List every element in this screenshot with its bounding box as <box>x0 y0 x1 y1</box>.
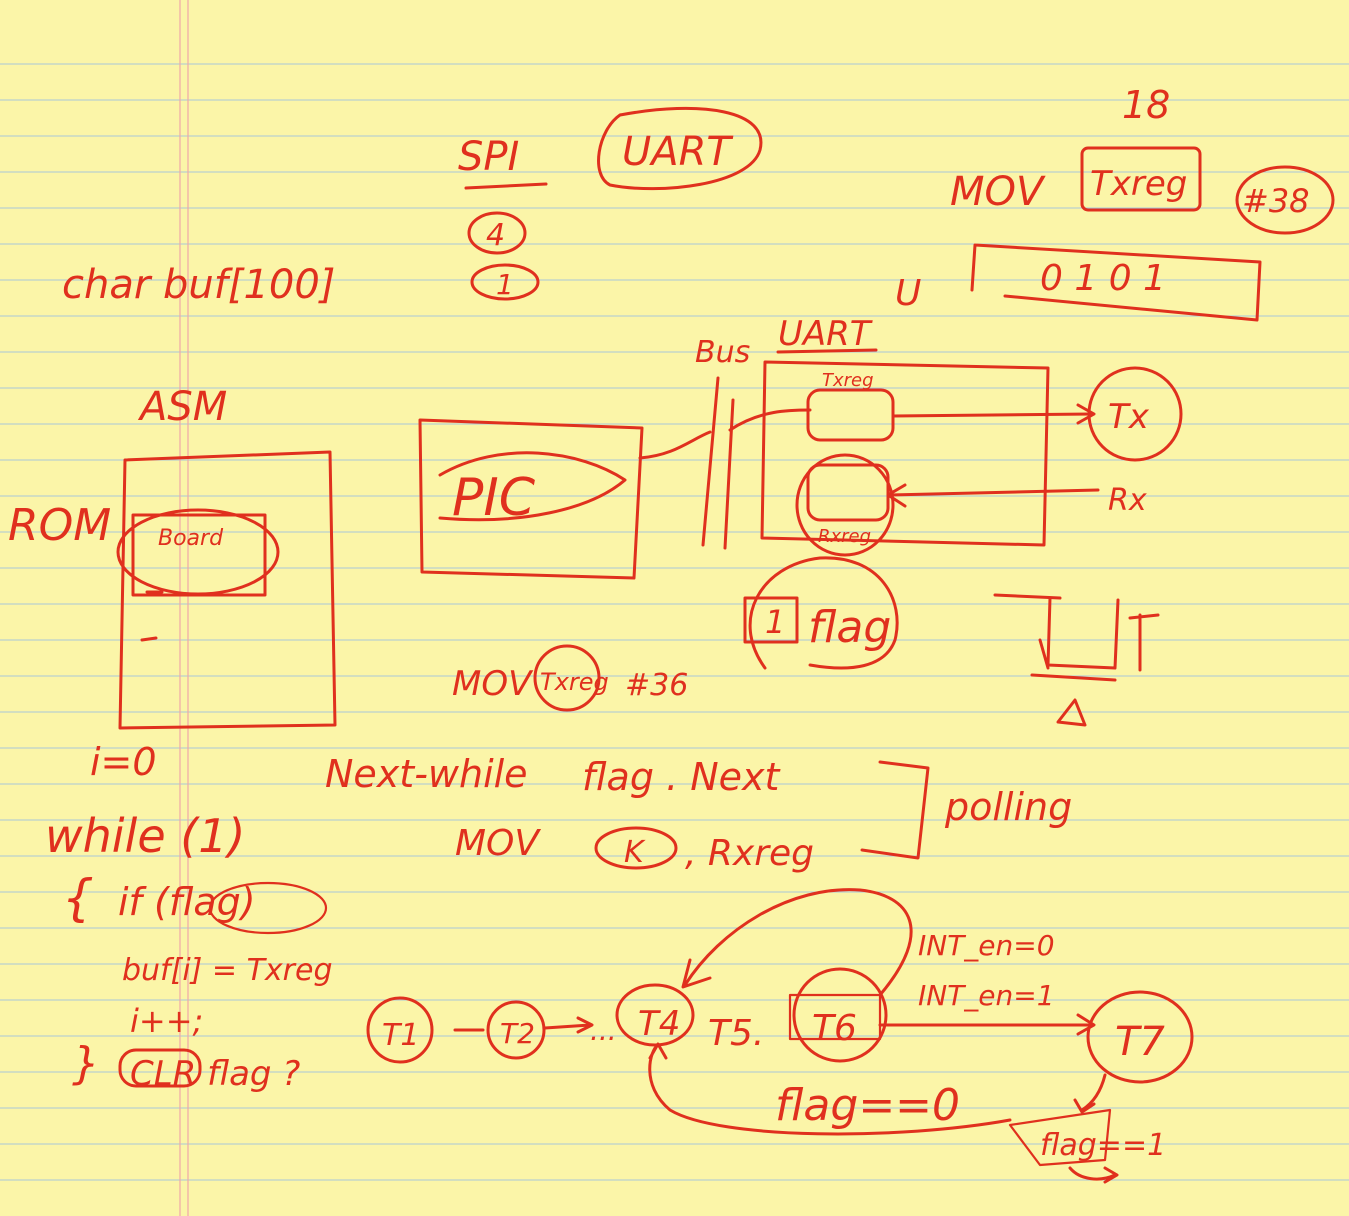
uart-top-circle <box>597 106 763 191</box>
next-while-label: Next-while <box>325 752 528 796</box>
uart-box <box>760 360 1050 547</box>
spi-label: SPI <box>458 134 519 180</box>
tx-line <box>891 412 1094 418</box>
mov-mid-label: MOV <box>452 664 534 704</box>
t7-to-flag-arrow <box>1073 1073 1107 1114</box>
state-t1-label: T1 <box>382 1018 419 1053</box>
clr-flag-label: CLR flag ? <box>130 1054 300 1094</box>
state-t7-label: T7 <box>1115 1019 1165 1065</box>
char-buf-label: char buf[100] <box>62 262 335 308</box>
circled-4-label: 4 <box>486 218 505 253</box>
txreg-small-box <box>806 388 895 442</box>
rom-mark-2 <box>140 636 158 642</box>
hash38-circle <box>1235 165 1335 235</box>
state-t2 <box>486 1000 546 1060</box>
uart-box-underline <box>776 348 878 354</box>
u-mark: U <box>895 273 921 314</box>
board-circle <box>116 508 280 596</box>
dots-label: ... <box>590 1014 617 1047</box>
int-en0-label: INT_en=0 <box>918 929 1055 962</box>
flag-label: flag <box>808 602 891 653</box>
while-label: while (1) <box>45 809 245 863</box>
rx-label: Rx <box>1108 483 1147 518</box>
flag-next-label: flag . Next <box>582 755 781 799</box>
k-label: K <box>624 835 646 870</box>
state-t6-label: T6 <box>812 1008 857 1049</box>
flag-loop <box>748 556 899 670</box>
rxreg-label: , Rxreg <box>685 833 814 874</box>
pic-to-bus-wire <box>638 430 712 460</box>
bus-to-txreg-wire <box>728 408 812 432</box>
flag-eq1-box <box>1008 1108 1112 1167</box>
state-t6 <box>792 967 888 1063</box>
number-18: 18 <box>1122 83 1170 127</box>
state-t7 <box>1086 990 1194 1084</box>
circled-1-label: 1 <box>496 268 514 301</box>
tx-circle <box>1087 366 1183 462</box>
flag-bit-box <box>743 596 799 644</box>
polling-label: polling <box>944 785 1072 829</box>
hash36-label: #36 <box>625 668 688 703</box>
flag-eq1-exit-arrow <box>1068 1166 1119 1184</box>
flag-return-loop <box>648 1042 1012 1136</box>
flag-bit-label: 1 <box>765 603 785 641</box>
k-circle <box>594 826 678 870</box>
buf-assign-label: buf[i] = Txreg <box>122 953 332 988</box>
pic-label: PIC <box>452 468 536 528</box>
state-t5-label: T5. <box>708 1013 764 1054</box>
pic-box <box>418 418 644 580</box>
ruled-lines <box>0 63 1349 1181</box>
polling-bracket <box>860 760 930 860</box>
asm-label: ASM <box>137 384 227 430</box>
pic-oval <box>438 451 627 522</box>
i-eq-zero: i=0 <box>90 740 157 784</box>
rx-buffer-circle <box>795 453 895 557</box>
spi-underline <box>464 182 548 190</box>
rx-line <box>888 488 1100 497</box>
state-t6-box <box>788 993 882 1041</box>
bus-label: Bus <box>695 335 750 370</box>
board-label: Board <box>158 526 224 551</box>
circle-4 <box>467 211 527 255</box>
hash38-label: #38 <box>1242 182 1310 220</box>
tx-label: Tx <box>1108 397 1150 437</box>
circle-1 <box>470 263 540 301</box>
t6-loop-back-arrow <box>681 888 913 997</box>
rom-label: ROM <box>8 500 111 551</box>
rx-buffer-box <box>806 463 890 522</box>
int-en1-label: INT_en=1 <box>918 979 1055 1012</box>
bus-line-1 <box>701 376 720 547</box>
brace-open: { <box>62 869 94 927</box>
flag-eq0-label: flag==0 <box>775 1080 960 1131</box>
flag-eq1-label: flag==1 <box>1040 1128 1166 1163</box>
tx-arrowhead <box>1076 403 1096 425</box>
txreg-mid-label: Txreg <box>540 668 609 696</box>
electrical-symbol <box>993 593 1160 727</box>
uart-box-label: UART <box>778 314 873 354</box>
bus-line-2 <box>723 398 735 550</box>
state-t1 <box>366 996 434 1064</box>
i-inc-label: i++; <box>130 1002 203 1040</box>
txreg-mid-circle <box>533 644 601 712</box>
rom-box <box>118 450 337 730</box>
bits-label: 0 1 0 1 <box>1040 258 1166 299</box>
t2-to-t4-arrow <box>543 1016 594 1034</box>
rx-arrowhead <box>886 483 907 508</box>
bit-register-box <box>970 243 1262 322</box>
txreg-top-box <box>1080 146 1202 212</box>
txreg-top-label: Txreg <box>1090 164 1187 204</box>
mov-k-label: MOV <box>455 823 541 864</box>
flag-condition-circle <box>208 881 328 935</box>
mov-top-label: MOV <box>950 169 1046 215</box>
t6-to-t7-arrowhead <box>1076 1013 1096 1036</box>
state-t2-label: T2 <box>500 1017 535 1050</box>
clr-box <box>118 1048 202 1088</box>
state-t4-label: T4 <box>638 1004 680 1044</box>
brace-close: } <box>72 1038 100 1089</box>
rxreg-small-label: Rxreg <box>818 526 871 547</box>
uart-top-label: UART <box>622 129 734 175</box>
state-t4 <box>615 983 695 1047</box>
txreg-small-label: Txreg <box>822 370 874 391</box>
